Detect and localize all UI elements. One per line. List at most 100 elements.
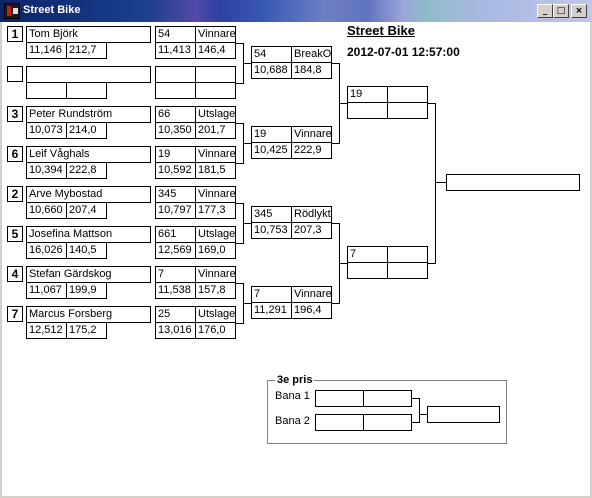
third-lane2-b[interactable] [363, 414, 412, 431]
r3-elapsed-time-field[interactable] [347, 102, 388, 119]
r2-elapsed-time-field[interactable]: 10,753 [251, 222, 292, 239]
third-place-legend: 3e pris [275, 374, 315, 386]
speed-field[interactable]: 199,9 [66, 282, 107, 299]
elapsed-time-field[interactable]: 10,797 [155, 202, 196, 219]
r2-elapsed-time-field[interactable]: 10,425 [251, 142, 292, 159]
rider-name-field[interactable]: Leif Våghals [26, 146, 151, 163]
bracket-line [236, 163, 244, 164]
third-winner-field[interactable] [427, 406, 500, 423]
top-speed-field[interactable]: 201,7 [195, 122, 236, 139]
elapsed-time-field[interactable]: 12,569 [155, 242, 196, 259]
lane-number-field[interactable]: 7 [155, 266, 196, 283]
lane-number-field[interactable]: 66 [155, 106, 196, 123]
rider-name-field[interactable]: Marcus Forsberg [26, 306, 151, 323]
r2-elapsed-time-field[interactable]: 11,291 [251, 302, 292, 319]
elapsed-time-field[interactable]: 10,592 [155, 162, 196, 179]
r3-result-field[interactable] [387, 246, 428, 263]
lane-number-field[interactable]: 25 [155, 306, 196, 323]
rider-name-field[interactable]: Stefan Gärdskog [26, 266, 151, 283]
r3-top-speed-field[interactable] [387, 102, 428, 119]
speed-field[interactable]: 222,8 [66, 162, 107, 179]
speed-field[interactable]: 175,2 [66, 322, 107, 339]
r2-result-field[interactable]: Vinnare [291, 126, 332, 143]
r2-result-field[interactable]: Vinnare [291, 286, 332, 303]
lane-number-field[interactable]: 345 [155, 186, 196, 203]
elapsed-time-field[interactable] [155, 82, 196, 99]
third-lane1-a[interactable] [315, 390, 364, 407]
top-speed-field[interactable]: 146,4 [195, 42, 236, 59]
r2-result-field[interactable]: BreakOut [291, 46, 332, 63]
rider-name-field[interactable] [26, 66, 151, 83]
r2-elapsed-time-field[interactable]: 10,688 [251, 62, 292, 79]
r3-lane-field[interactable]: 19 [347, 86, 388, 103]
top-speed-field[interactable] [195, 82, 236, 99]
rider-name-field[interactable]: Tom Björk [26, 26, 151, 43]
lane-number-field[interactable]: 19 [155, 146, 196, 163]
result-field[interactable]: Vinnare [195, 146, 236, 163]
bracket-line [236, 203, 244, 204]
r2-top-speed-field[interactable]: 184,8 [291, 62, 332, 79]
race-datetime: 2012-07-01 12:57:00 [347, 45, 460, 59]
maximize-button[interactable]: □ [553, 4, 569, 18]
r2-result-field[interactable]: Rödlykta [291, 206, 332, 223]
speed-field[interactable]: 140,5 [66, 242, 107, 259]
reaction-time-field[interactable]: 10,660 [26, 202, 67, 219]
rider-name-field[interactable]: Josefina Mattson [26, 226, 151, 243]
reaction-time-field[interactable]: 16,026 [26, 242, 67, 259]
r2-top-speed-field[interactable]: 222,9 [291, 142, 332, 159]
close-button[interactable]: × [571, 4, 587, 18]
lane-number-field[interactable] [155, 66, 196, 83]
elapsed-time-field[interactable]: 11,538 [155, 282, 196, 299]
r2-lane-field[interactable]: 7 [251, 286, 292, 303]
reaction-time-field[interactable]: 10,073 [26, 122, 67, 139]
top-speed-field[interactable]: 181,5 [195, 162, 236, 179]
result-field[interactable]: Utslagen [195, 226, 236, 243]
reaction-time-field[interactable] [26, 82, 67, 99]
top-speed-field[interactable]: 176,0 [195, 322, 236, 339]
elapsed-time-field[interactable]: 10,350 [155, 122, 196, 139]
bracket-line [236, 323, 244, 324]
bracket-line [243, 143, 251, 144]
third-lane1-b[interactable] [363, 390, 412, 407]
rider-name-field[interactable]: Peter Rundström [26, 106, 151, 123]
speed-field[interactable] [66, 82, 107, 99]
third-lane2-a[interactable] [315, 414, 364, 431]
lane-number-field[interactable]: 54 [155, 26, 196, 43]
lane-number-field[interactable]: 661 [155, 226, 196, 243]
result-field[interactable]: Vinnare [195, 186, 236, 203]
elapsed-time-field[interactable]: 11,413 [155, 42, 196, 59]
result-field[interactable]: Utslagen [195, 106, 236, 123]
speed-field[interactable]: 212,7 [66, 42, 107, 59]
top-speed-field[interactable]: 157,8 [195, 282, 236, 299]
r2-top-speed-field[interactable]: 196,4 [291, 302, 332, 319]
r3-elapsed-time-field[interactable] [347, 262, 388, 279]
speed-field[interactable]: 214,0 [66, 122, 107, 139]
r2-lane-field[interactable]: 19 [251, 126, 292, 143]
final-winner-field[interactable] [446, 174, 580, 191]
top-speed-field[interactable]: 177,3 [195, 202, 236, 219]
minimize-button[interactable]: _ [537, 4, 553, 18]
result-field[interactable]: Utslagen [195, 306, 236, 323]
r3-lane-field[interactable]: 7 [347, 246, 388, 263]
reaction-time-field[interactable]: 11,067 [26, 282, 67, 299]
r3-top-speed-field[interactable] [387, 262, 428, 279]
title-bar[interactable]: Street Bike _ □ × [0, 0, 592, 22]
top-speed-field[interactable]: 169,0 [195, 242, 236, 259]
bracket-line [428, 103, 436, 104]
r2-lane-field[interactable]: 54 [251, 46, 292, 63]
r3-result-field[interactable] [387, 86, 428, 103]
r2-lane-field[interactable]: 345 [251, 206, 292, 223]
elapsed-time-field[interactable]: 13,016 [155, 322, 196, 339]
result-field[interactable]: Vinnare [195, 26, 236, 43]
bracket-line [339, 263, 347, 264]
reaction-time-field[interactable]: 12,512 [26, 322, 67, 339]
bracket-line [419, 414, 427, 415]
reaction-time-field[interactable]: 10,394 [26, 162, 67, 179]
speed-field[interactable]: 207,4 [66, 202, 107, 219]
app-icon[interactable] [4, 3, 20, 19]
rider-name-field[interactable]: Arve Mybostad [26, 186, 151, 203]
reaction-time-field[interactable]: 11,146 [26, 42, 67, 59]
r2-top-speed-field[interactable]: 207,3 [291, 222, 332, 239]
result-field[interactable] [195, 66, 236, 83]
result-field[interactable]: Vinnare [195, 266, 236, 283]
